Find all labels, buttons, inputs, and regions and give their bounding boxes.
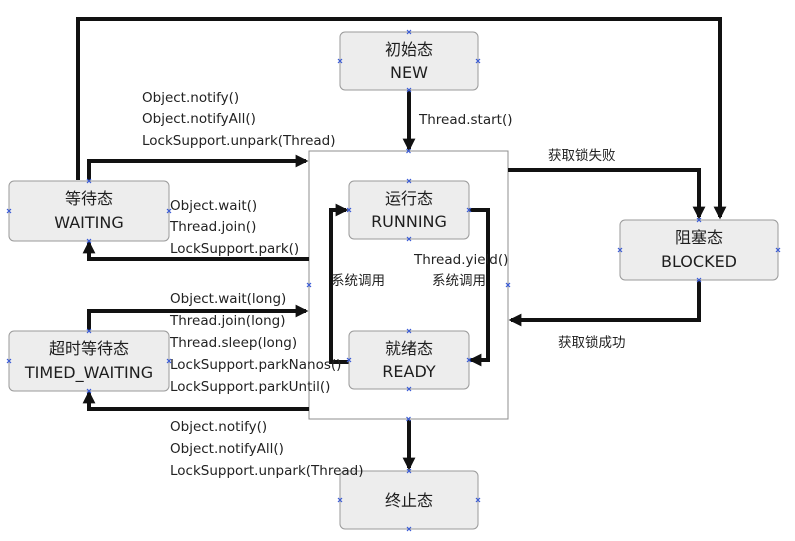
connection-handle-icon: [406, 416, 411, 422]
state-timed-waiting-en: TIMED_WAITING: [24, 363, 153, 383]
state-waiting-cn: 等待态: [65, 189, 113, 208]
label-line: Object.wait(long): [170, 291, 286, 307]
connection-handle-icon: [696, 277, 702, 283]
connection-handle-icon: [466, 207, 472, 213]
edge-runnable-to-waiting: [82, 240, 309, 261]
edge-waiting-to-runnable: [87, 154, 309, 180]
edge-blocked-to-runnable: [508, 280, 701, 327]
state-ready-cn: 就绪态: [385, 339, 433, 358]
label-line: LockSupport.unpark(Thread): [142, 133, 336, 149]
label-line: Thread.sleep(long): [169, 335, 297, 351]
selection-handles: [6, 29, 781, 532]
connection-handle-icon: [86, 238, 92, 244]
state-waiting-en: WAITING: [54, 213, 123, 232]
connection-handle-icon: [306, 282, 312, 288]
label-line: Thread.join(long): [169, 313, 285, 329]
label-thread-yield: Thread.yield(): [413, 252, 508, 268]
connection-handle-icon: [406, 29, 412, 35]
state-blocked: 阻塞态 BLOCKED: [619, 219, 779, 281]
state-new: 初始态 NEW: [339, 31, 479, 91]
edge-running-to-ready: [468, 208, 490, 367]
edge-ready-to-running: [329, 203, 349, 364]
labels-runnable-to-waiting: Object.wait() Thread.join() LockSupport.…: [169, 198, 299, 257]
connection-handle-icon: [406, 328, 412, 334]
connection-handle-icon: [696, 217, 702, 223]
state-new-en: NEW: [390, 63, 428, 82]
connection-handle-icon: [406, 148, 411, 154]
connection-handle-icon: [86, 328, 92, 334]
connection-handle-icon: [406, 236, 412, 242]
connection-handle-icon: [6, 208, 12, 214]
state-waiting: 等待态 WAITING: [8, 180, 170, 242]
label-running-to-ready: 系统调用: [432, 273, 486, 289]
labels-timed-waiting-to-runnable: Object.notify() Object.notifyAll() LockS…: [170, 419, 364, 479]
connection-handle-icon: [166, 358, 172, 364]
edge-runnable-to-timed-waiting: [82, 390, 309, 411]
connection-handle-icon: [346, 207, 352, 213]
label-line: Object.notify(): [142, 90, 239, 106]
label-line: Object.notifyAll(): [142, 111, 256, 127]
label-lock-fail: 获取锁失败: [548, 148, 616, 164]
connection-handle-icon: [406, 87, 412, 93]
edge-timed-waiting-to-runnable: [87, 304, 309, 330]
connection-handle-icon: [337, 58, 343, 64]
connection-handle-icon: [406, 526, 412, 532]
state-new-cn: 初始态: [385, 40, 433, 59]
connection-handle-icon: [406, 468, 412, 474]
state-blocked-cn: 阻塞态: [675, 228, 723, 247]
state-timed-waiting-cn: 超时等待态: [49, 339, 129, 358]
state-running: 运行态 RUNNING: [348, 180, 470, 240]
state-terminated-cn: 终止态: [385, 491, 433, 510]
label-line: Thread.join(): [169, 219, 256, 235]
connection-handle-icon: [346, 357, 352, 363]
label-line: LockSupport.unpark(Thread): [170, 463, 364, 479]
label-ready-to-running: 系统调用: [331, 273, 385, 289]
connection-handle-icon: [617, 247, 623, 253]
connection-handle-icon: [166, 208, 172, 214]
state-timed-waiting: 超时等待态 TIMED_WAITING: [8, 330, 170, 392]
state-running-cn: 运行态: [385, 189, 433, 208]
connection-handle-icon: [466, 357, 472, 363]
label-line: Object.notify(): [170, 419, 267, 435]
labels-waiting-to-runnable: Object.notify() Object.notifyAll() LockS…: [142, 90, 336, 149]
connection-handle-icon: [775, 247, 781, 253]
label-line: Object.wait(): [170, 198, 257, 214]
edge-runnable-to-blocked: [508, 168, 706, 220]
connection-handle-icon: [406, 178, 412, 184]
connection-handle-icon: [406, 386, 412, 392]
connection-handle-icon: [86, 178, 92, 184]
label-lock-success: 获取锁成功: [558, 335, 626, 351]
label-line: LockSupport.parkUntil(): [170, 379, 330, 395]
labels-runnable-to-timed-waiting: Object.wait(long) Thread.join(long) Thre…: [169, 291, 341, 395]
connection-handle-icon: [475, 58, 481, 64]
state-running-en: RUNNING: [371, 212, 447, 231]
label-line: LockSupport.park(): [170, 241, 299, 257]
connection-handle-icon: [475, 497, 481, 503]
label-line: LockSupport.parkNanos(): [170, 357, 341, 373]
label-line: Object.notifyAll(): [170, 441, 284, 457]
connection-handle-icon: [337, 497, 343, 503]
connection-handle-icon: [6, 358, 12, 364]
connection-handle-icon: [505, 282, 511, 288]
state-ready: 就绪态 READY: [348, 330, 470, 390]
state-terminated: 终止态: [339, 470, 479, 530]
label-thread-start: Thread.start(): [418, 112, 512, 128]
state-ready-en: READY: [382, 362, 436, 381]
connection-handle-icon: [86, 388, 92, 394]
edge-waiting-to-blocked: [76, 17, 727, 220]
state-blocked-en: BLOCKED: [661, 252, 737, 271]
